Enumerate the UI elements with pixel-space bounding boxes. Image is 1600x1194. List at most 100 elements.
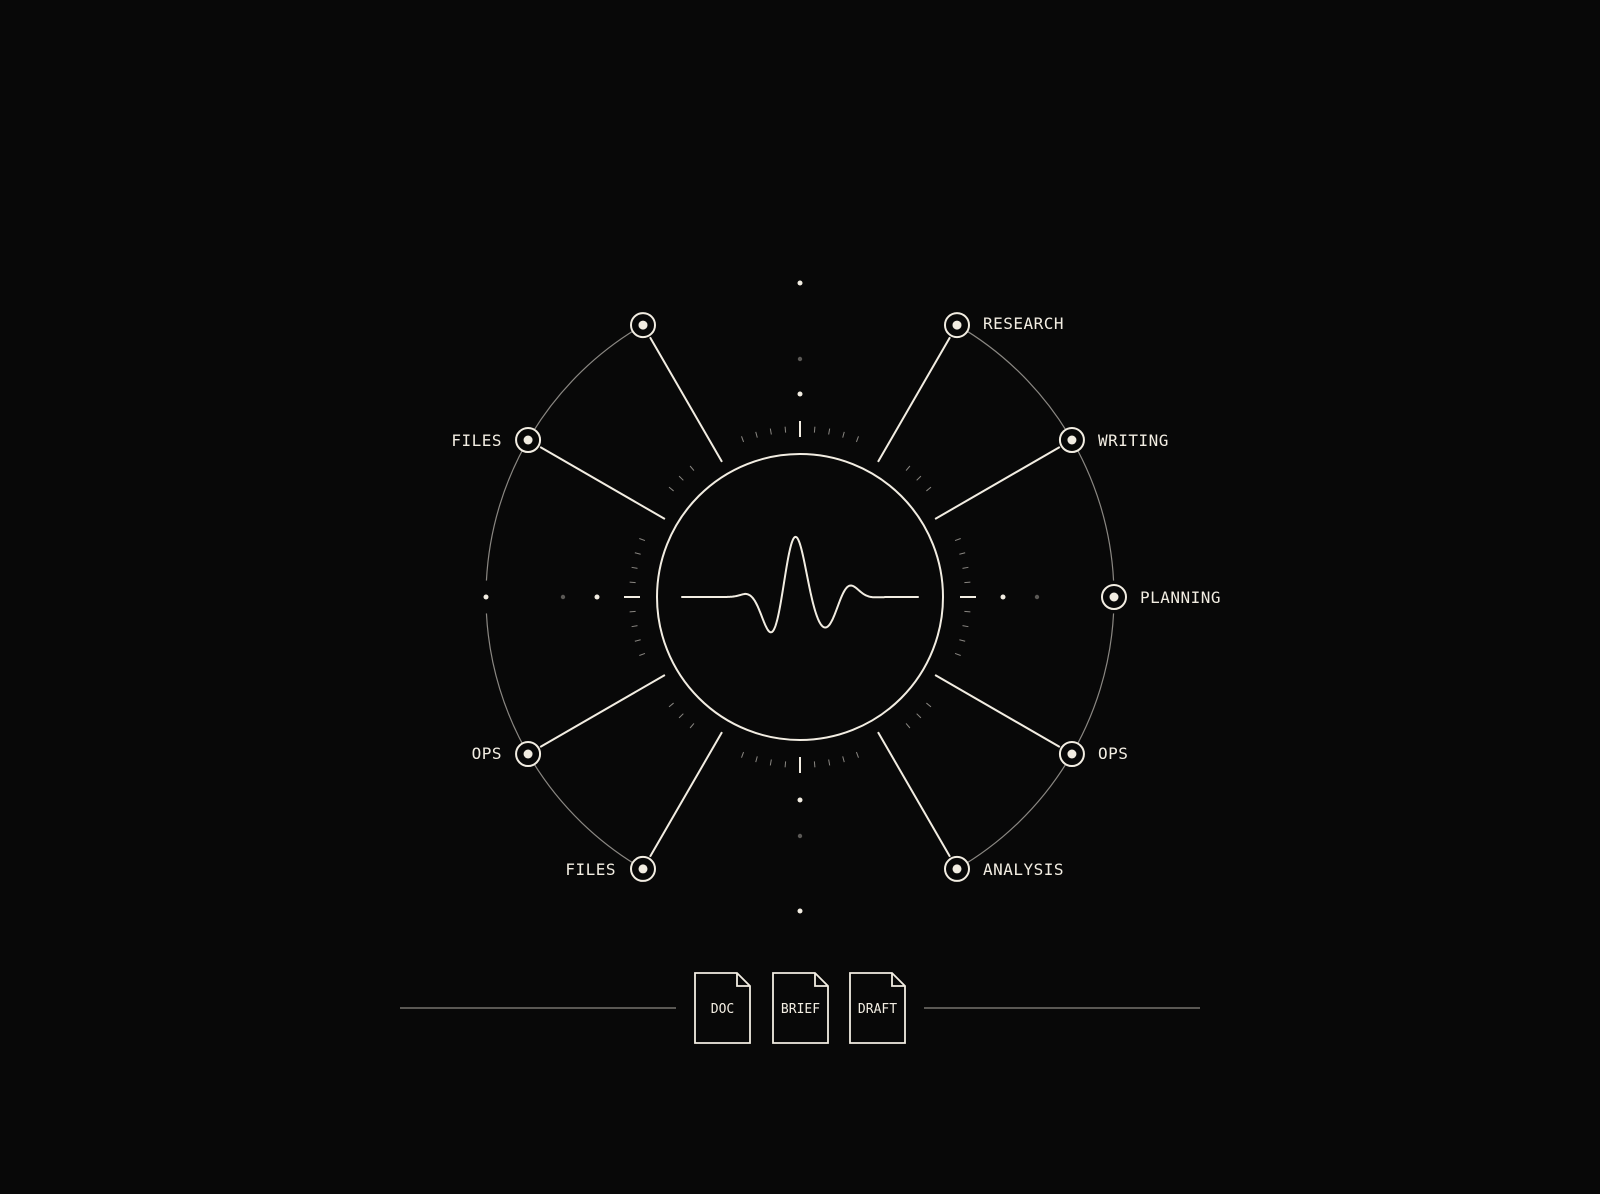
node-label-upper-left: FILES — [451, 431, 502, 450]
minor-tick — [629, 581, 636, 584]
node-lower-right[interactable] — [1058, 741, 1085, 767]
node-label-top-right: RESEARCH — [983, 314, 1064, 333]
minor-tick — [668, 702, 674, 708]
document-icon — [849, 972, 906, 1044]
minor-tick — [954, 652, 961, 656]
spoke — [877, 731, 951, 858]
minor-tick — [926, 702, 932, 708]
minor-tick — [769, 428, 772, 435]
spoke — [934, 674, 1061, 748]
axis-dot — [594, 594, 600, 600]
hub-circle — [656, 453, 944, 741]
node-labels: RESEARCH WRITING PLANNING OPS ANALYSIS F… — [451, 314, 1221, 879]
node-dot-icon — [523, 749, 533, 759]
minor-tick — [639, 538, 646, 542]
node-label-lower-right: OPS — [1098, 744, 1128, 763]
outer-arc — [956, 613, 1115, 870]
minor-tick — [855, 751, 859, 758]
spoke — [649, 731, 723, 858]
document-doc[interactable]: DOC — [694, 972, 751, 1044]
axis-dot — [797, 280, 803, 286]
outer-arc — [956, 324, 1115, 581]
axis-dot — [1034, 594, 1040, 600]
minor-tick — [668, 486, 674, 492]
document-icon — [694, 972, 751, 1044]
node-label-bottom-right: ANALYSIS — [983, 860, 1064, 879]
node-upper-right[interactable] — [1058, 427, 1085, 453]
minor-tick — [959, 639, 966, 642]
minor-tick — [755, 756, 758, 763]
minor-tick — [954, 538, 961, 542]
minor-tick — [678, 475, 684, 481]
minor-tick — [784, 761, 787, 768]
node-top-right[interactable] — [944, 312, 970, 339]
axis-dot — [483, 594, 489, 600]
node-upper-left[interactable] — [515, 427, 542, 453]
minor-tick — [962, 566, 969, 569]
minor-tick — [842, 756, 845, 763]
node-dot-icon — [952, 864, 962, 874]
minor-tick — [855, 436, 859, 443]
node-label-upper-right: WRITING — [1098, 431, 1169, 450]
axis-dot — [1000, 594, 1006, 600]
node-label-bottom-left: FILES — [565, 860, 616, 879]
minor-tick — [905, 465, 911, 471]
minor-tick — [639, 652, 646, 656]
minor-tick — [813, 761, 816, 768]
node-top-left[interactable] — [630, 312, 656, 339]
minor-tick — [741, 751, 745, 758]
minor-tick — [962, 625, 969, 628]
minor-tick — [634, 552, 641, 555]
minor-tick — [769, 759, 772, 766]
minor-tick — [689, 723, 695, 729]
document-draft[interactable]: DRAFT — [849, 972, 906, 1044]
spoke — [934, 446, 1061, 520]
minor-tick — [784, 426, 787, 433]
minor-tick — [964, 581, 971, 584]
node-dot-icon — [952, 320, 962, 330]
node-label-right: PLANNING — [1140, 588, 1221, 607]
minor-tick — [755, 431, 758, 438]
spokes — [539, 336, 1061, 858]
axis-dot — [797, 797, 803, 803]
minor-tick — [629, 610, 636, 613]
document-label: DRAFT — [858, 1002, 897, 1017]
document-label: BRIEF — [781, 1002, 820, 1017]
node-dot-icon — [523, 435, 533, 445]
document-icon — [772, 972, 829, 1044]
document-tray: DOC BRIEF DRAFT — [694, 972, 906, 1044]
axis-dot — [797, 356, 803, 362]
minor-tick — [842, 431, 845, 438]
document-brief[interactable]: BRIEF — [772, 972, 829, 1044]
minor-tick — [916, 475, 922, 481]
node-lower-left[interactable] — [515, 741, 542, 767]
minor-tick — [926, 486, 932, 492]
minor-tick — [813, 426, 816, 433]
minor-tick — [634, 639, 641, 642]
outer-arc — [485, 324, 644, 581]
minor-tick — [964, 610, 971, 613]
minor-tick — [828, 428, 831, 435]
minor-tick — [678, 713, 684, 719]
axis-dot — [797, 908, 803, 914]
nodes — [515, 312, 1127, 882]
document-label: DOC — [711, 1002, 734, 1017]
outer-arc — [485, 613, 644, 870]
node-dot-icon — [1067, 435, 1077, 445]
node-label-lower-left: OPS — [472, 744, 502, 763]
minor-tick — [689, 465, 695, 471]
node-dot-icon — [638, 320, 648, 330]
tick-ring — [624, 421, 976, 773]
node-bottom-right[interactable] — [944, 855, 970, 882]
axis-dot — [797, 391, 803, 397]
node-dot-icon — [1109, 592, 1119, 602]
spoke — [877, 336, 951, 463]
axis-dot — [797, 833, 803, 839]
spoke — [539, 446, 666, 520]
node-right[interactable] — [1101, 584, 1127, 610]
axis-dots — [483, 280, 1040, 914]
spoke — [649, 336, 723, 463]
node-bottom-left[interactable] — [630, 855, 656, 882]
minor-tick — [631, 625, 638, 628]
